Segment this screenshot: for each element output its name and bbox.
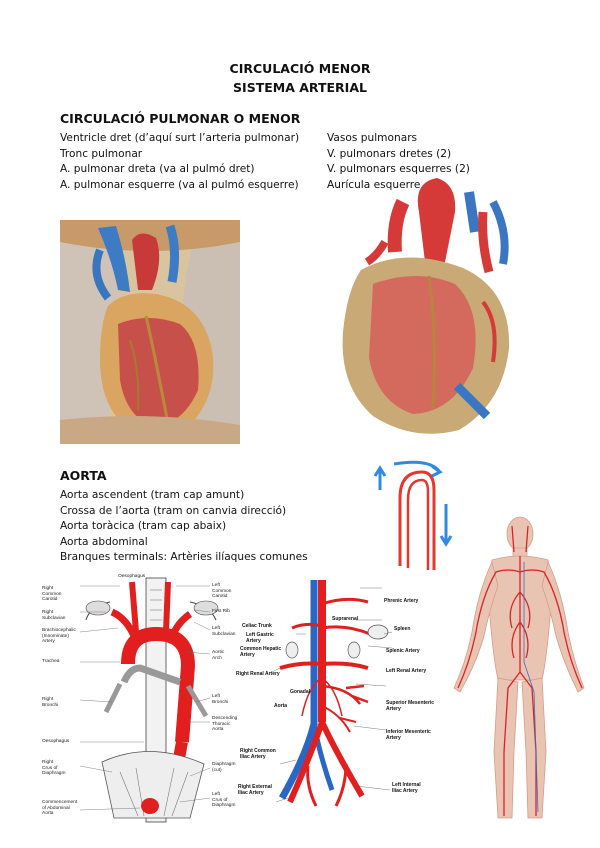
label-right-bronchi: Right Bronchi bbox=[42, 697, 59, 708]
label-inferior-mesenteric-artery: Inferior Mesenteric Artery bbox=[386, 729, 431, 741]
label-aorta: Aorta bbox=[274, 703, 288, 709]
label-brachiocephalic: Brachiocephalic (Innominate) Artery bbox=[42, 628, 76, 645]
label-suprarenal: Suprarenal bbox=[332, 616, 359, 622]
abdominal-aorta-drawing bbox=[271, 580, 393, 807]
label-left-subclavian: Left Subclavian bbox=[212, 626, 236, 637]
list-item: Vasos pulmonars bbox=[327, 132, 418, 144]
list-item: Branques terminals: Artèries ilíaques co… bbox=[60, 551, 308, 563]
list-item: Tronc pulmonar bbox=[60, 147, 143, 160]
label-first-rib: First Rib bbox=[212, 609, 230, 614]
label-left-gastric-artery: Left Gastric Artery bbox=[246, 632, 274, 644]
heart-anterior-illustration bbox=[342, 178, 510, 434]
label-right-external-iliac-artery: Right External Iliac Artery bbox=[238, 784, 272, 796]
thoracic-aorta-drawing bbox=[79, 577, 219, 823]
label-trachea: Trachea bbox=[42, 659, 60, 664]
pulmonary-heading: CIRCULACIÓ PULMONAR O MENOR bbox=[60, 111, 301, 126]
label-gonadal: Gonadal bbox=[290, 689, 311, 695]
list-item: A. pulmonar esquerre (va al pulmó esquer… bbox=[60, 178, 299, 191]
list-item: Aorta abdominal bbox=[60, 535, 148, 548]
list-item: A. pulmonar dreta (va al pulmó dret) bbox=[60, 163, 255, 175]
list-item: Aorta ascendent (tram cap amunt) bbox=[60, 489, 245, 501]
label-left-internal-iliac-artery: Left Internal Iliac Artery bbox=[392, 782, 421, 794]
page-title: CIRCULACIÓ MENOR bbox=[229, 61, 371, 76]
label-left-common-carotid: Left Common Carotid bbox=[212, 583, 232, 600]
label-splenic-artery: Splenic Artery bbox=[386, 648, 420, 654]
list-item: Aurícula esquerre bbox=[327, 178, 421, 191]
label-superior-mesenteric-artery: Superior Mesenteric Artery bbox=[386, 700, 435, 712]
label-right-common-iliac-artery: Right Common Iliac Artery bbox=[240, 748, 276, 760]
heart-in-chest-illustration bbox=[60, 220, 240, 444]
label-right-subclavian: Right Subclavian bbox=[42, 610, 66, 621]
label-oesophagus-lower: Oesophagus bbox=[42, 739, 70, 744]
body-arterial-system-illustration bbox=[453, 516, 585, 819]
abdominal-aorta-diagram: Phrenic Artery Celiac Trunk Left Gastric… bbox=[236, 576, 440, 828]
label-diaphragm: Diaphragm (cut) bbox=[212, 762, 236, 773]
list-item: Aorta toràcica (tram cap abaix) bbox=[60, 520, 227, 532]
label-descending-thoracic-aorta: Descending Thoracic Aorta bbox=[212, 716, 238, 733]
thoracic-aorta-diagram: Oesophagus Right Common Carotid Right Su… bbox=[40, 572, 248, 834]
label-oesophagus: Oesophagus bbox=[118, 574, 146, 579]
label-left-bronchi: Left Bronchi bbox=[212, 694, 229, 705]
label-phrenic-artery: Phrenic Artery bbox=[384, 598, 419, 604]
aorta-heading: AORTA bbox=[60, 468, 107, 483]
aorta-arch-sketch bbox=[373, 460, 453, 570]
label-right-common-carotid: Right Common Carotid bbox=[42, 586, 62, 603]
page-subtitle: SISTEMA ARTERIAL bbox=[233, 80, 367, 95]
label-right-renal-artery: Right Renal Artery bbox=[236, 671, 280, 677]
list-item: Crossa de l’aorta (tram on canvia direcc… bbox=[60, 504, 287, 517]
pulmonary-right-list: Vasos pulmonars V. pulmonars dretes (2) … bbox=[327, 131, 470, 193]
label-common-hepatic-artery: Common Hepatic Artery bbox=[240, 646, 282, 658]
label-right-crus: Right Crus of Diaphragm bbox=[42, 760, 66, 777]
aorta-list: Aorta ascendent (tram cap amunt) Crossa … bbox=[60, 488, 308, 566]
label-spleen: Spleen bbox=[394, 626, 411, 632]
label-celiac-trunk: Celiac Trunk bbox=[242, 623, 272, 629]
list-item: Ventricle dret (d’aquí surt l’arteria pu… bbox=[60, 132, 300, 144]
list-item: V. pulmonars dretes (2) bbox=[327, 147, 452, 160]
label-aortic-arch: Aortic Arch bbox=[212, 650, 225, 661]
pulmonary-left-list: Ventricle dret (d’aquí surt l’arteria pu… bbox=[60, 131, 299, 193]
list-item: V. pulmonars esquerres (2) bbox=[327, 163, 470, 175]
label-left-renal-artery: Left Renal Artery bbox=[386, 668, 427, 674]
label-left-crus: Left Crus of Diaphragm bbox=[212, 792, 236, 809]
label-commencement-abdominal-aorta: Commencement of Abdominal Aorta bbox=[42, 800, 78, 817]
